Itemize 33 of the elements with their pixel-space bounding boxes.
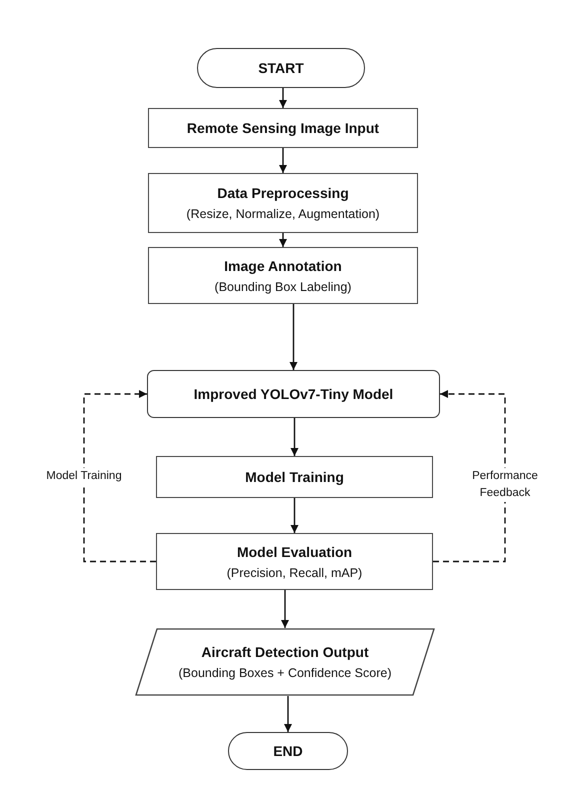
node-title: Aircraft Detection Output bbox=[201, 644, 369, 660]
node-title: END bbox=[273, 743, 303, 759]
arrow bbox=[290, 304, 298, 370]
arrow bbox=[290, 418, 298, 456]
node-detail: (Resize, Normalize, Augmentation) bbox=[186, 207, 380, 221]
arrow bbox=[279, 148, 287, 173]
process-box bbox=[148, 247, 418, 304]
process-box bbox=[156, 533, 433, 590]
dashed-arrow bbox=[83, 390, 156, 562]
edge-label: Model Training bbox=[44, 468, 124, 485]
process-box bbox=[148, 173, 418, 233]
node-title: Image Annotation bbox=[224, 258, 342, 274]
node-title: Model Evaluation bbox=[236, 544, 352, 560]
arrow bbox=[281, 590, 289, 628]
node-title: Remote Sensing Image Input bbox=[186, 120, 380, 136]
node-detail: (Bounding Box Labeling) bbox=[214, 280, 352, 294]
terminal-pill bbox=[197, 48, 365, 88]
arrow bbox=[290, 498, 298, 533]
arrow bbox=[284, 696, 292, 732]
node-title: START bbox=[258, 60, 304, 76]
terminal-pill bbox=[228, 732, 348, 770]
process-box bbox=[156, 456, 433, 498]
node-title: Improved YOLOv7-Tiny Model bbox=[194, 386, 394, 402]
arrow bbox=[279, 88, 287, 108]
node-title: Model Training bbox=[245, 469, 344, 485]
node-detail: (Precision, Recall, mAP) bbox=[226, 566, 362, 580]
dashed-arrow bbox=[433, 390, 506, 562]
arrow bbox=[279, 233, 287, 247]
node-detail: (Bounding Boxes + Confidence Score) bbox=[178, 666, 392, 680]
node-title: Data Preprocessing bbox=[217, 185, 349, 201]
output-parallelogram bbox=[135, 628, 435, 696]
model-box bbox=[147, 370, 440, 418]
process-box bbox=[148, 108, 418, 148]
